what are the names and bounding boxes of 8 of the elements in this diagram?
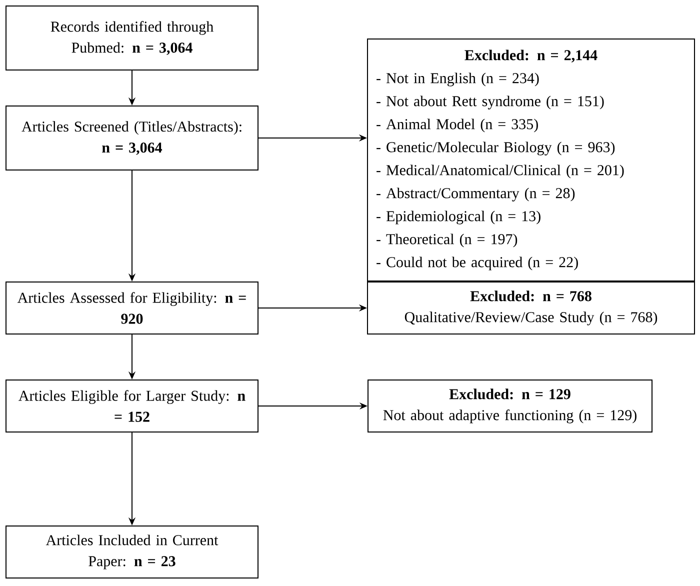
process-box: Excluded: n = 768 Qualitative/Review/Case Study (n = 768) [367,282,695,334]
process-box: Excluded: n = 2,144 - Not in English (n = 234) - Not about Rett syndrome (n = 151) - Animal Model (n = 335) - Genetic/Molecular Biology (n = 963) - Medical/Anatomical/Clinical (n = 201) - Abstract/Commentary (n = 28) - Epidemiological (n = 13) - Theoretical (n = 197) - Could not be acquired (n = 22) [367,38,695,282]
process-box: Articles Screened (Titles/Abstracts): n = 3,064 [6,106,258,170]
process-box: Records identified through Pubmed: n = 3,064 [6,6,258,70]
process-box: Articles Eligible for Larger Study: n = 152 [6,380,258,432]
process-box: Articles Included in Current Paper: n = 23 [6,526,258,578]
process-box: Excluded: n = 129 Not about adaptive functioning (n = 129) [368,380,653,432]
process-box: Articles Assessed for Eligibility: n = 920 [6,282,258,334]
